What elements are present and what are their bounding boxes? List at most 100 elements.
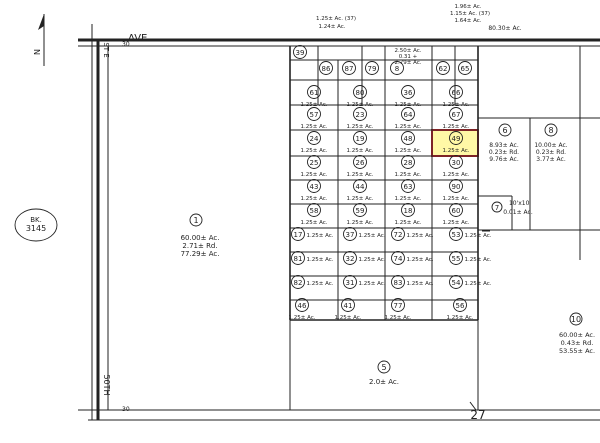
lot-area-44: 1.25± Ac. [346, 196, 373, 202]
lot-circle-66 [449, 85, 463, 99]
parcel-10-acres: 60.00± Ac. [559, 331, 595, 339]
street-name-left-bottom: 50TH [102, 374, 111, 395]
lot-circle-90 [449, 179, 463, 193]
dim-30-bottom: 30 [122, 406, 130, 413]
lot-circle-43 [307, 179, 321, 193]
lot-number-48: 48 [404, 135, 413, 143]
lot-circle-63 [401, 179, 415, 193]
lot-circle-67 [449, 107, 463, 121]
parcel-7-acres: 0.01± Ac. [503, 209, 533, 216]
parcel-6-acres: 8.93± Ac. [489, 142, 519, 149]
lot-area-59: 1.25± Ac. [346, 220, 373, 226]
lot-area-77: 1.25± Ac. [384, 315, 411, 321]
lot-area-32: 1.25± Ac. [358, 257, 385, 263]
lot-area-19: 1.25± Ac. [346, 148, 373, 154]
lot-area-56: 1.25± Ac. [446, 315, 473, 321]
lot-area-28: 1.25± Ac. [394, 172, 421, 178]
parcel-6-number: 6 [502, 126, 507, 135]
parcel-10-road: 0.43± Rd. [561, 339, 594, 347]
lot-number-37: 37 [346, 231, 355, 239]
lot-number-46: 46 [298, 302, 307, 310]
lot-number-32: 32 [346, 255, 355, 263]
lot-number-63: 63 [404, 183, 413, 191]
lot-circle-77 [391, 298, 405, 312]
lot-circle-18 [401, 203, 415, 217]
lot-area-66: 1.25± Ac. [442, 102, 469, 108]
lot-circle-37 [343, 227, 357, 241]
lot-number-19: 19 [356, 135, 365, 143]
lot-number-80: 80 [356, 89, 365, 97]
lot-area-58: 1.25± Ac. [300, 220, 327, 226]
lot-number-24: 24 [310, 135, 319, 143]
north-label: N [33, 49, 42, 55]
lot-area-26: 1.25± Ac. [346, 172, 373, 178]
lot-number-26: 26 [356, 159, 365, 167]
lot-number-67: 67 [452, 111, 461, 119]
parcel-6-circle [498, 123, 512, 137]
lot-number-56: 56 [456, 302, 465, 310]
lot-number-82: 82 [294, 279, 303, 287]
lot-circle-74 [391, 251, 405, 265]
lot-number-28: 28 [404, 159, 413, 167]
lot-area-57: 1.25± Ac. [300, 124, 327, 130]
parcel-6-net: 9.76± Ac. [489, 156, 519, 163]
parcel-8-road: 0.23± Rd. [536, 149, 566, 156]
lot-area-63: 1.25± Ac. [394, 196, 421, 202]
parcel-6-road: 0.23± Rd. [489, 149, 519, 156]
lot-number-31: 31 [346, 279, 355, 287]
parcel-8-acres: 10.00± Ac. [534, 142, 567, 149]
lot-area-23: 1.25± Ac. [346, 124, 373, 130]
lot-area-90: 1.25± Ac. [442, 196, 469, 202]
book-label: BK. [30, 216, 42, 224]
section-tick [469, 401, 477, 411]
lot-circle-83 [391, 275, 405, 289]
lot-area-81: 1.25± Ac. [306, 257, 333, 263]
lot-circle-24 [307, 131, 321, 145]
lot-number-59: 59 [356, 207, 365, 215]
lot-area-72: 1.25± Ac. [406, 233, 433, 239]
lot-circle-44 [353, 179, 367, 193]
lot-number-18: 18 [404, 207, 413, 215]
lot-number-57: 57 [310, 111, 319, 119]
lot-circle-36 [401, 85, 415, 99]
parcel-1-number: 1 [193, 216, 198, 225]
parcel-7-number: 7 [495, 204, 499, 212]
lot-area-30: 1.25± Ac. [442, 172, 469, 178]
top-note-mid-c: 2.79± Ac. [394, 60, 421, 66]
parcel-8-circle [544, 123, 558, 137]
parcel-5-acres: 2.0± Ac. [369, 378, 399, 386]
street-name-top: AVE. [128, 33, 151, 44]
lot-area-31: 1.25± Ac. [358, 281, 385, 287]
lot-circle-41 [341, 298, 355, 312]
dim-30-top: 30 [122, 41, 130, 48]
lot-area-80: 1.25± Ac. [346, 102, 373, 108]
lot-number-36: 36 [404, 89, 413, 97]
lot-circle-8 [390, 61, 404, 75]
lot-circle-72 [391, 227, 405, 241]
lot-circle-60 [449, 203, 463, 217]
lot-circle-80 [353, 85, 367, 99]
lot-number-65: 65 [461, 65, 470, 73]
lot-circle-23 [353, 107, 367, 121]
lot-number-58: 58 [310, 207, 319, 215]
lot-circle-19 [353, 131, 367, 145]
lot-number-90: 90 [452, 183, 461, 191]
parcel-1-acres: 60.00± Ac. [181, 234, 220, 242]
lot-number-55: 55 [452, 255, 461, 263]
lot-circle-86 [319, 61, 333, 75]
lot-number-83: 83 [394, 279, 403, 287]
lot-number-49: 49 [452, 135, 461, 143]
lot-circle-65 [458, 61, 472, 75]
lot-circle-32 [343, 251, 357, 265]
lot-circle-30 [449, 155, 463, 169]
lot-circle-17 [291, 227, 305, 241]
lot-circle-87 [342, 61, 356, 75]
parcel-1-net: 77.29± Ac. [181, 250, 220, 258]
lot-number-64: 64 [404, 111, 413, 119]
lot-number-17: 17 [294, 231, 303, 239]
lot-area-67: 1.25± Ac. [442, 124, 469, 130]
lot-circle-62 [436, 61, 450, 75]
lot-circle-55 [449, 251, 463, 265]
lot-number-87: 87 [345, 65, 354, 73]
